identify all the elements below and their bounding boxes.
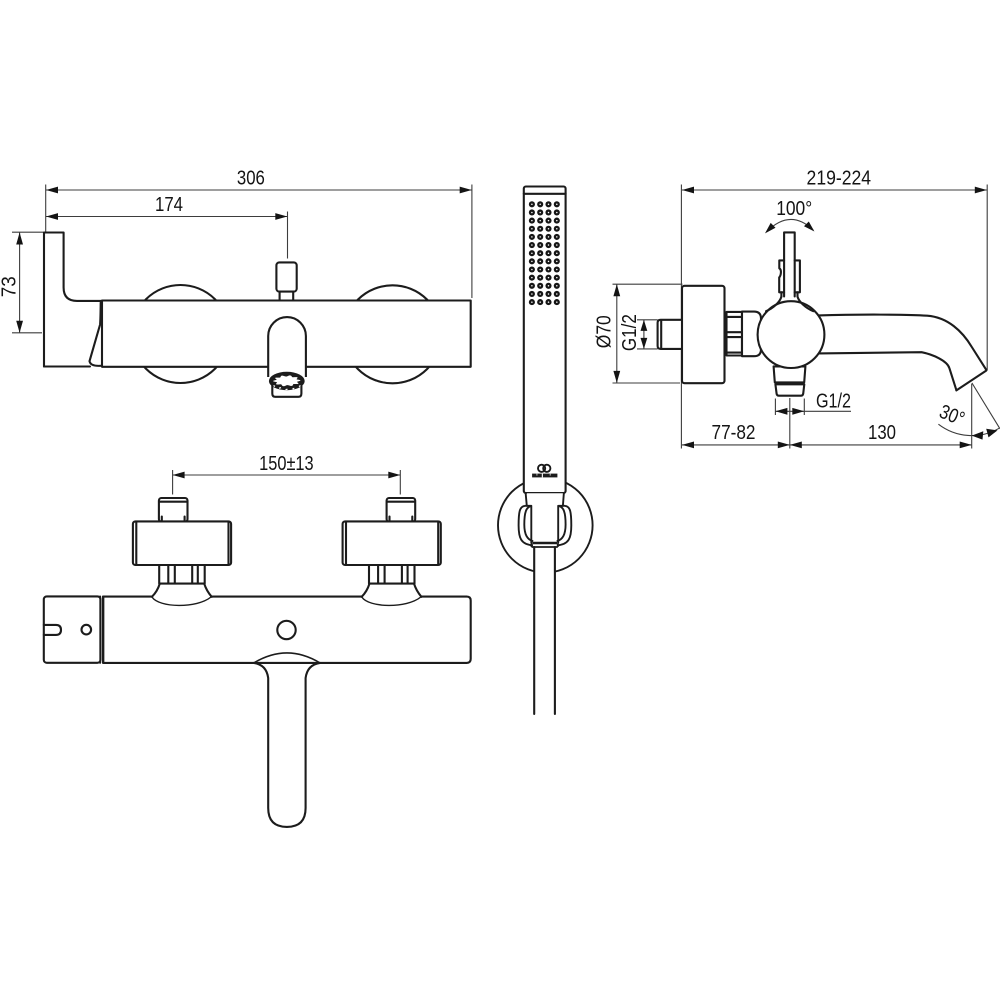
svg-text:G1/2: G1/2 [816, 390, 851, 412]
svg-text:G1/2: G1/2 [619, 314, 641, 351]
svg-text:306: 306 [237, 167, 265, 189]
svg-text:219-224: 219-224 [807, 167, 872, 189]
svg-text:174: 174 [155, 194, 183, 216]
svg-text:100°: 100° [776, 198, 812, 220]
svg-text:150±13: 150±13 [259, 453, 314, 475]
svg-text:77-82: 77-82 [712, 422, 756, 444]
svg-text:130: 130 [868, 422, 896, 444]
svg-text:73: 73 [0, 276, 21, 297]
svg-text:Ø70: Ø70 [594, 315, 616, 348]
